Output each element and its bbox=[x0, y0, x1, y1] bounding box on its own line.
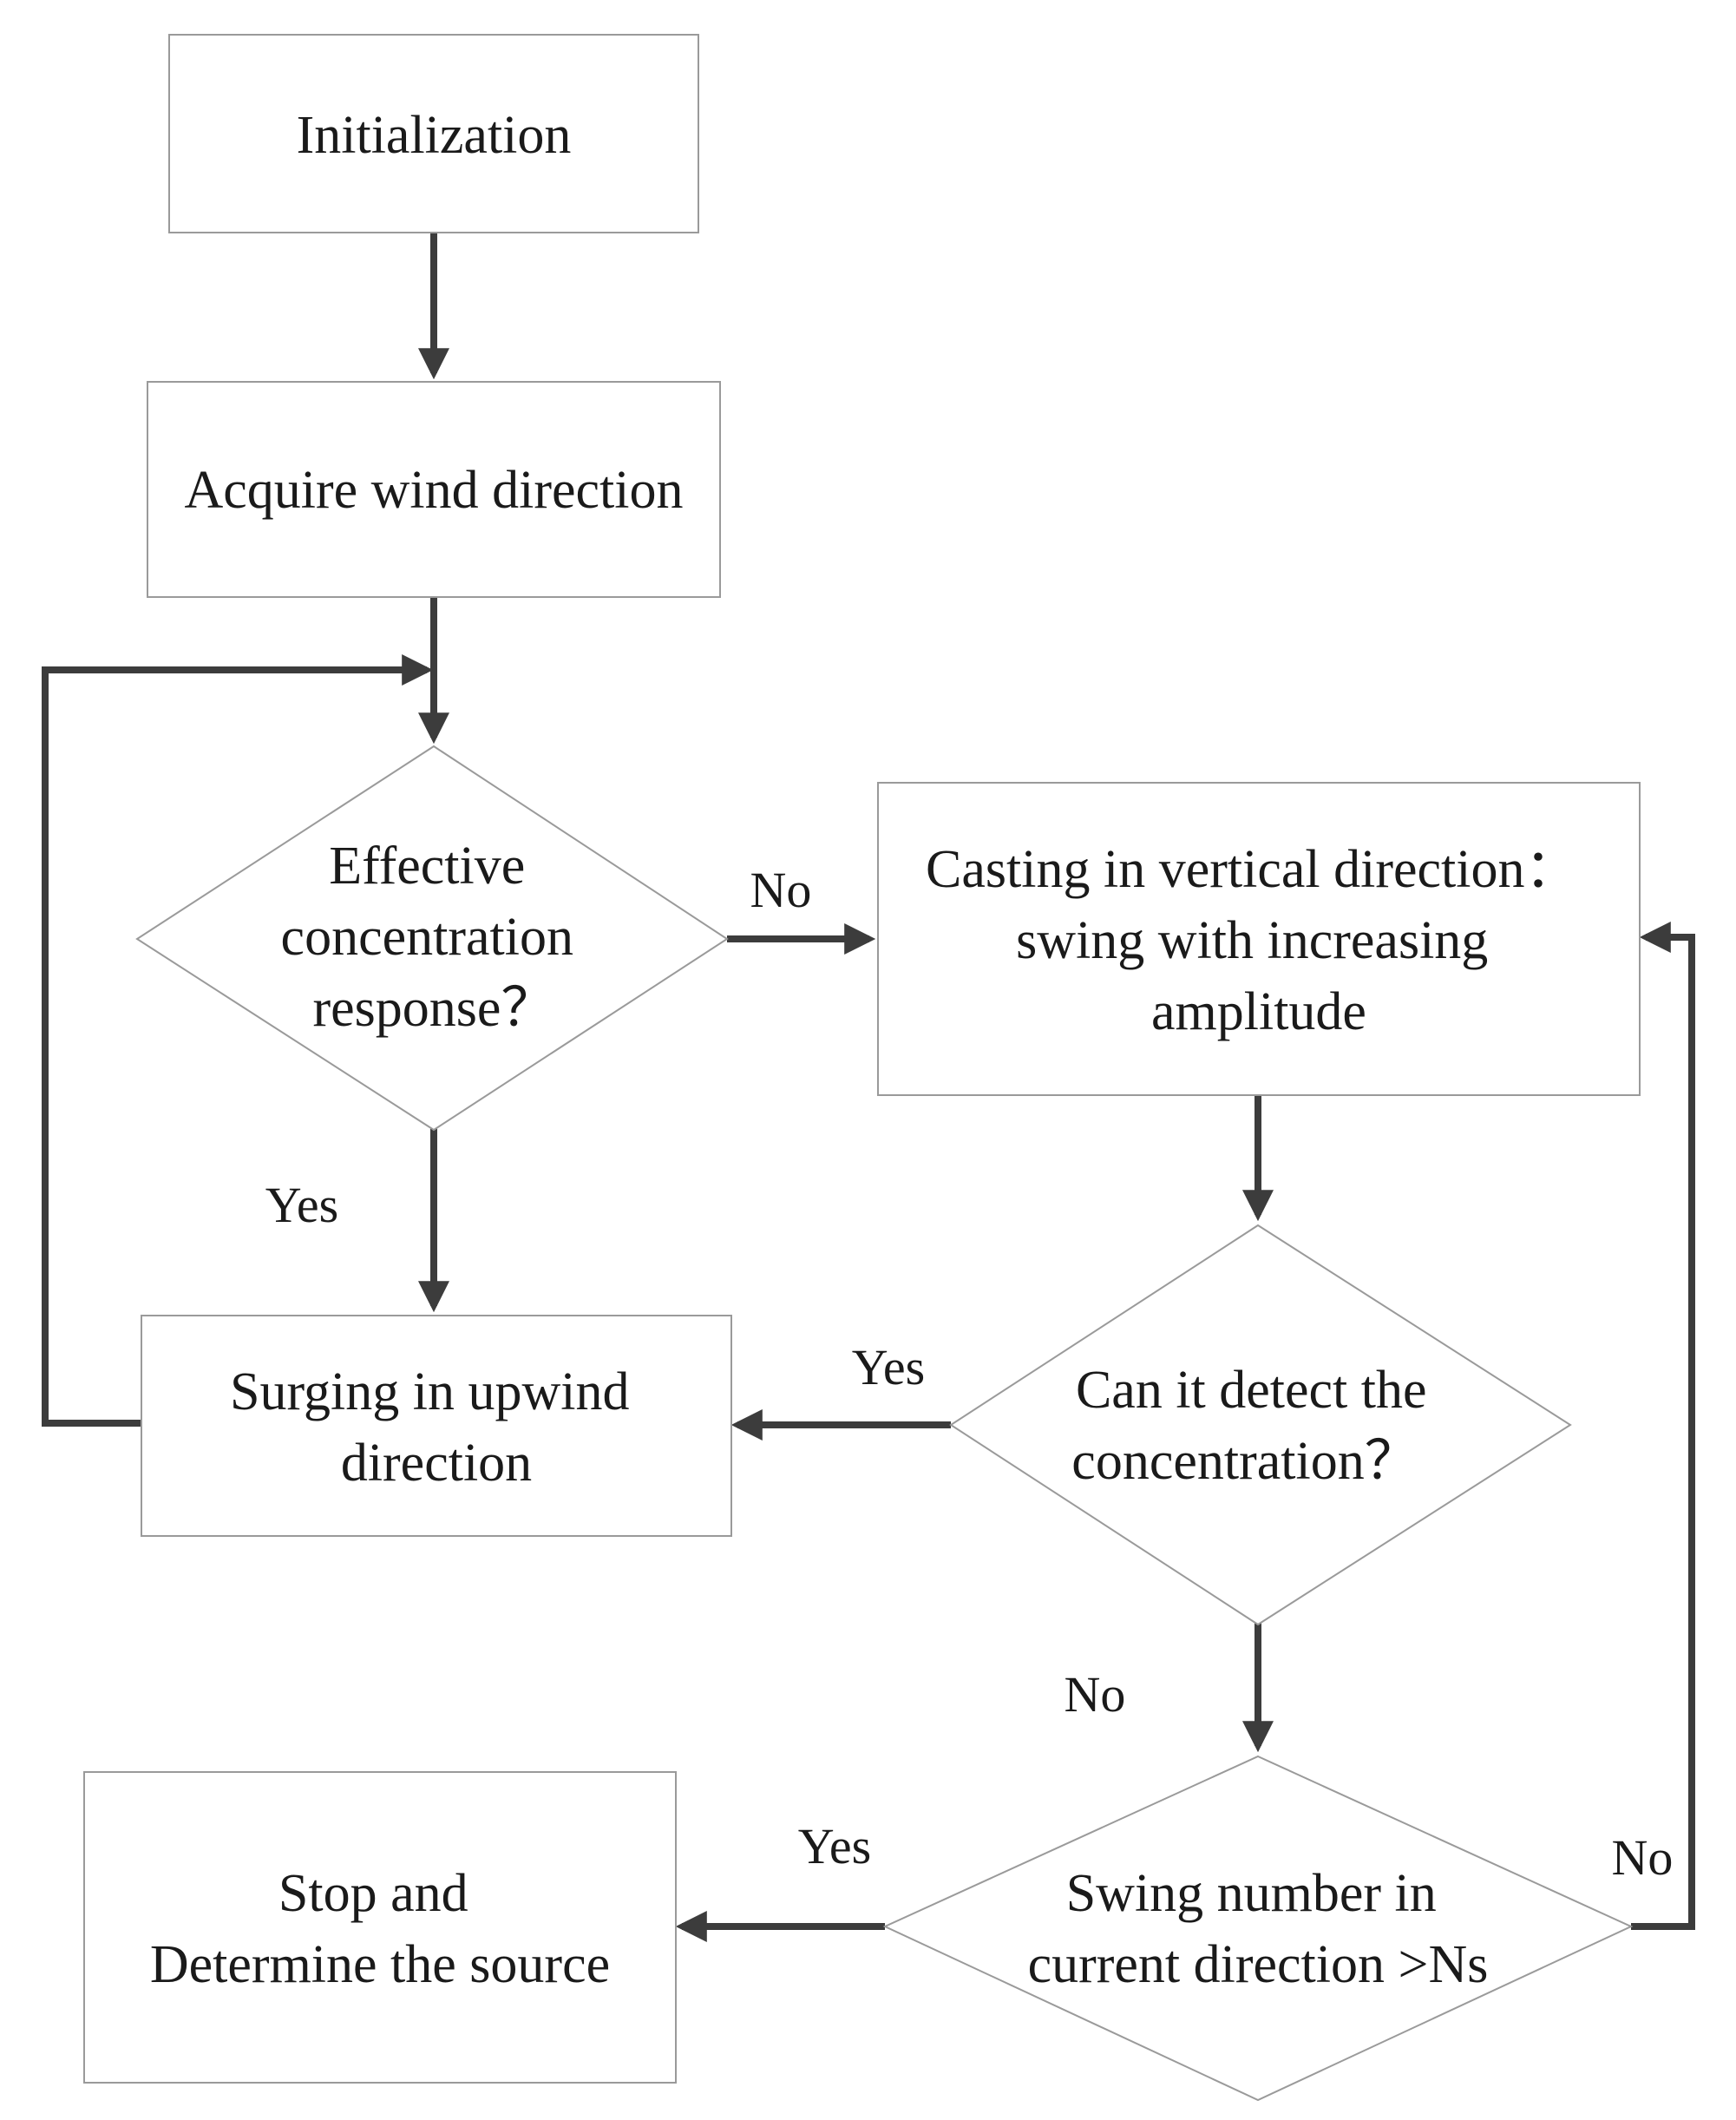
arrow-swing-no bbox=[1631, 922, 1695, 1930]
detect-concentration-decision: Can it detect the concentration？ bbox=[949, 1224, 1572, 1626]
label-response-yes: Yes bbox=[265, 1177, 338, 1233]
acquire-wind-direction-box: Acquire wind direction bbox=[147, 381, 721, 598]
acquire-wind-direction-label: Acquire wind direction bbox=[184, 461, 683, 520]
casting-box: Casting in vertical direction： swing wit… bbox=[877, 782, 1641, 1096]
initialization-box: Initialization bbox=[168, 34, 699, 233]
initialization-label: Initialization bbox=[297, 106, 572, 165]
label-detect-yes: Yes bbox=[852, 1339, 925, 1395]
label-detect-no: No bbox=[1065, 1666, 1126, 1723]
detect-concentration-label: Can it detect the concentration？ bbox=[1071, 1361, 1440, 1491]
swing-number-label: Swing number in current direction >Ns bbox=[1028, 1864, 1489, 1994]
casting-label: Casting in vertical direction： swing wit… bbox=[926, 840, 1592, 1041]
effective-response-label: Effective concentration response？ bbox=[281, 837, 587, 1038]
label-swing-yes: Yes bbox=[798, 1818, 871, 1874]
swing-number-decision: Swing number in current direction >Ns bbox=[882, 1755, 1634, 2102]
arrow-surging-loop-back bbox=[42, 654, 434, 1427]
label-response-no: No bbox=[750, 862, 812, 918]
stop-box: Stop and Determine the source bbox=[83, 1771, 677, 2084]
label-swing-no: No bbox=[1612, 1829, 1674, 1886]
surging-label: Surging in upwind direction bbox=[230, 1362, 643, 1493]
surging-box: Surging in upwind direction bbox=[141, 1315, 732, 1537]
effective-response-decision: Effective concentration response？ bbox=[135, 745, 729, 1132]
stop-label: Stop and Determine the source bbox=[150, 1864, 610, 1994]
